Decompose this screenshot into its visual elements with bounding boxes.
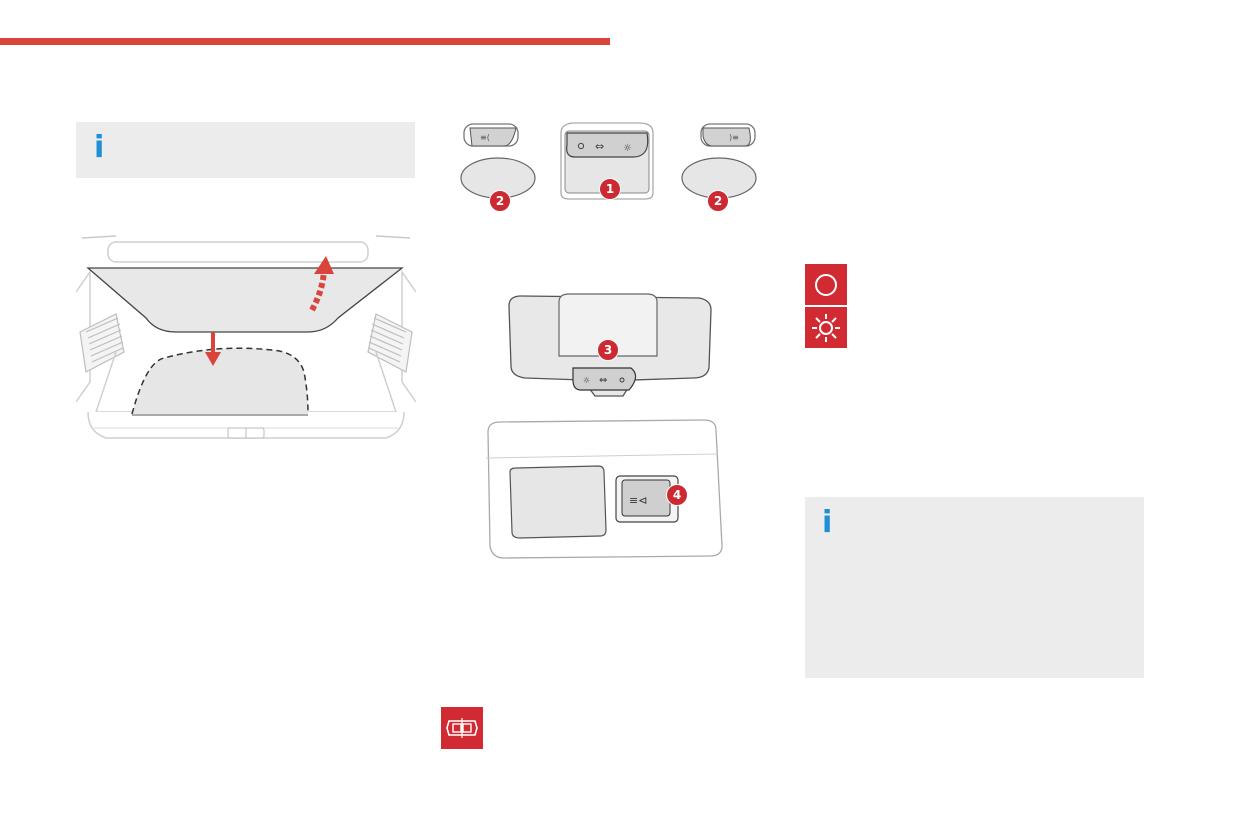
- svg-text:≡⊲: ≡⊲: [629, 494, 647, 507]
- svg-text:≡(: ≡(: [480, 133, 490, 142]
- ceiling-lamp-center-illustration: ⇔ ☼: [555, 121, 659, 201]
- svg-text:⇔: ⇔: [595, 140, 604, 153]
- sun-on-icon: [805, 307, 847, 348]
- boot-illustration: [76, 232, 416, 456]
- tile-divider: [805, 305, 847, 307]
- circle-off-icon: [805, 264, 847, 306]
- info-icon: i: [94, 130, 105, 165]
- callout-number: 3: [597, 339, 619, 361]
- callout-number: 1: [599, 178, 621, 200]
- callout-number: 4: [666, 484, 688, 506]
- callout-number: 2: [489, 190, 511, 212]
- svg-text:☼: ☼: [623, 143, 632, 154]
- svg-text:☼: ☼: [583, 376, 590, 385]
- svg-text:)≡: )≡: [729, 133, 739, 142]
- rear-lamp-illustration: ≡⊲: [482, 418, 724, 560]
- car-door-icon: [441, 707, 483, 749]
- info-note-box-right: i: [805, 497, 1144, 678]
- side-lamp-left-illustration: ≡(: [460, 120, 540, 200]
- info-note-box-top: i: [76, 122, 415, 178]
- ceiling-console-illustration: ☼ ⇔: [503, 292, 715, 398]
- info-icon: i: [822, 505, 833, 540]
- svg-text:⇔: ⇔: [599, 375, 607, 386]
- header-accent-bar: [0, 38, 610, 45]
- callout-number: 2: [707, 190, 729, 212]
- side-lamp-right-illustration: )≡: [679, 120, 759, 200]
